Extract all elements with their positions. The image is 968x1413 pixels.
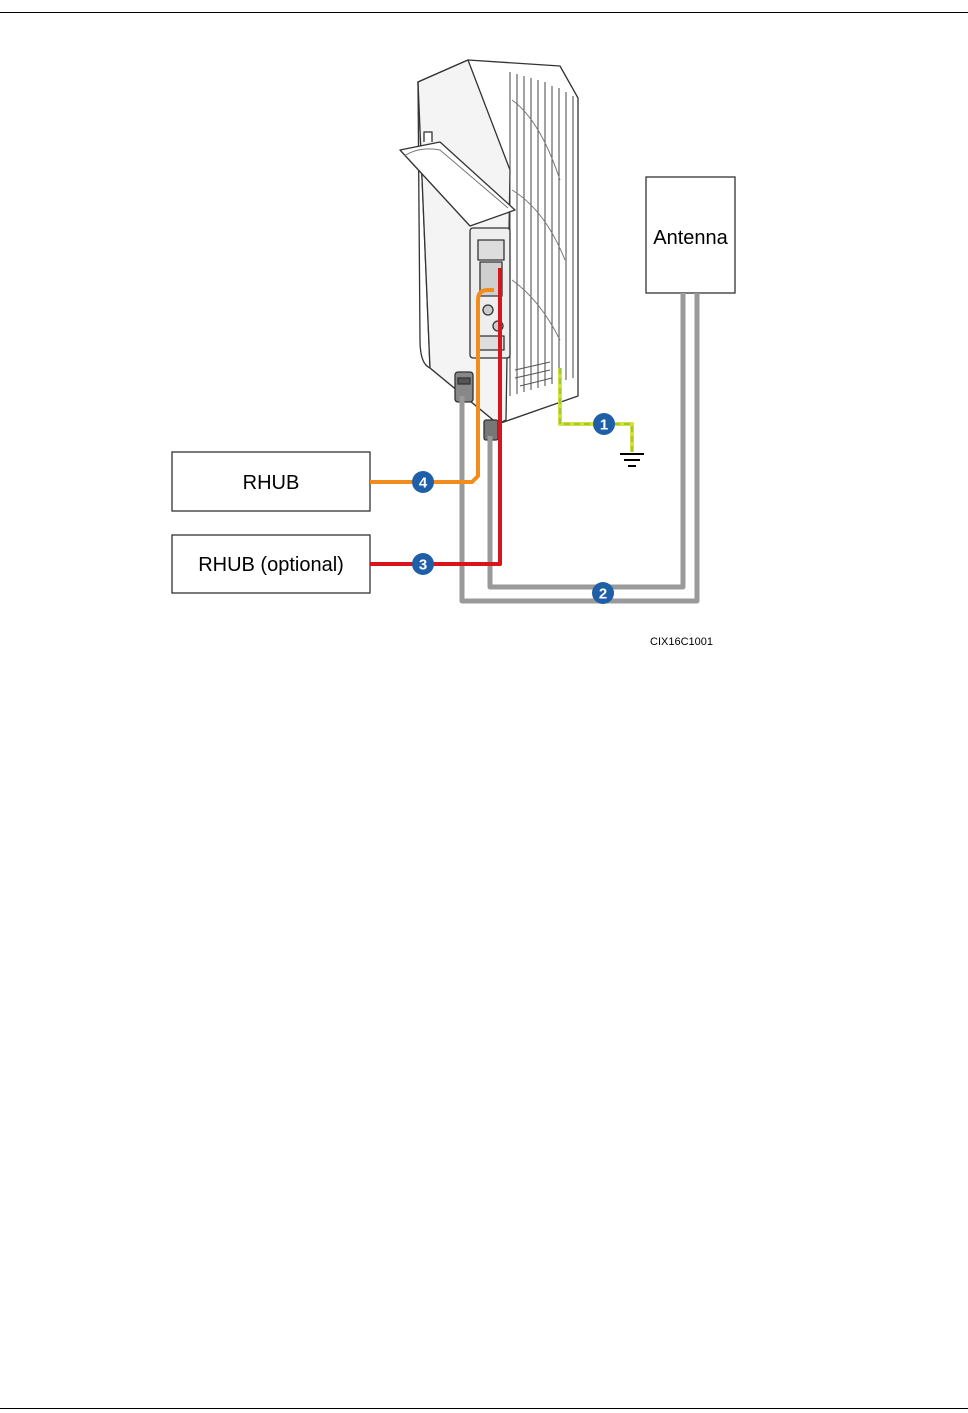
rhub-optional-box: RHUB (optional) xyxy=(172,535,370,593)
svg-text:2: 2 xyxy=(599,586,607,603)
ground-symbol-icon xyxy=(620,454,644,466)
rhub-optional-label: RHUB (optional) xyxy=(198,554,344,576)
rhub-box: RHUB xyxy=(172,452,370,511)
rhub-label: RHUB xyxy=(243,472,300,494)
callout-3: 3 xyxy=(412,553,434,575)
callout-4: 4 xyxy=(412,471,434,493)
antenna-label: Antenna xyxy=(653,227,728,249)
antenna-box: Antenna xyxy=(646,177,735,293)
svg-text:3: 3 xyxy=(419,557,427,574)
svg-text:1: 1 xyxy=(600,417,608,434)
figure-id: CIX16C1001 xyxy=(650,636,713,648)
svg-text:4: 4 xyxy=(419,475,428,492)
rru-device xyxy=(400,60,578,440)
callout-2: 2 xyxy=(592,582,614,604)
callout-1: 1 xyxy=(593,413,615,435)
